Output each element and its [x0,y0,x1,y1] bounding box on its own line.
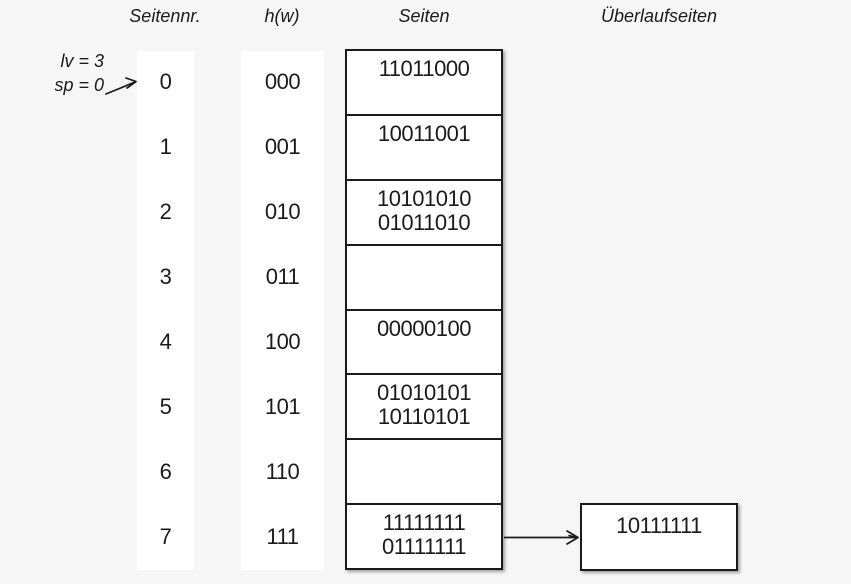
sp-value: sp = 0 [54,75,104,95]
page-number-0: 0 [159,69,172,94]
column-header-seitennr: Seitennr. [129,6,201,26]
page-entry: 11011000 [378,56,470,81]
state-annotation: lv = 3 sp = 0 [26,49,104,97]
hash-value-5: 101 [264,394,301,419]
page-cell-0: 11011000 [347,51,501,116]
lv-value: lv = 3 [60,51,104,71]
hash-value-0: 000 [264,69,301,94]
hash-value-4: 100 [264,329,301,354]
page-cell-2: 10101010 01011010 [347,181,501,246]
page-number-6: 6 [159,459,172,484]
page-number-4: 4 [159,329,172,354]
hash-value-2: 010 [264,199,301,224]
page-entry: 11111111 [382,510,466,536]
page-entry: 10101010 [377,185,471,211]
overflow-page-box: 10111111 [580,503,738,571]
column-header-hw: h(w) [264,6,300,26]
page-cell-7: 11111111 01111111 [347,505,501,568]
hw-column-band [241,51,324,570]
page-cell-6 [347,440,501,506]
seitennr-column-band [137,51,194,570]
page-number-7: 7 [159,524,172,549]
page-number-2: 2 [159,199,172,224]
page-entry: 10110101 [377,404,471,430]
overflow-link-arrow-icon [504,530,579,545]
sp-pointer-arrow-icon [105,77,137,95]
column-header-ueberlaufseiten: Überlaufseiten [600,6,718,26]
hash-value-7: 111 [266,524,299,549]
page-cell-3 [347,246,501,311]
hash-value-6: 110 [265,459,300,484]
page-number-3: 3 [159,264,172,289]
hash-value-3: 011 [265,264,300,289]
page-cell-4: 00000100 [347,311,501,376]
overflow-entry: 10111111 [616,513,702,538]
page-entry: 10011001 [377,120,471,146]
page-number-5: 5 [159,394,172,419]
page-cell-5: 01010101 10110101 [347,375,501,441]
page-entry: 01011010 [377,209,471,235]
page-number-1: 1 [159,134,172,159]
page-entry: 00000100 [377,315,471,341]
hash-value-1: 001 [264,134,301,159]
page-entry: 01111111 [381,534,467,560]
page-cell-1: 10011001 [347,116,501,181]
page-entry: 01010101 [377,380,471,406]
pages-table: 11011000 10011001 10101010 01011010 0000… [345,49,503,570]
column-header-seiten: Seiten [398,6,450,26]
